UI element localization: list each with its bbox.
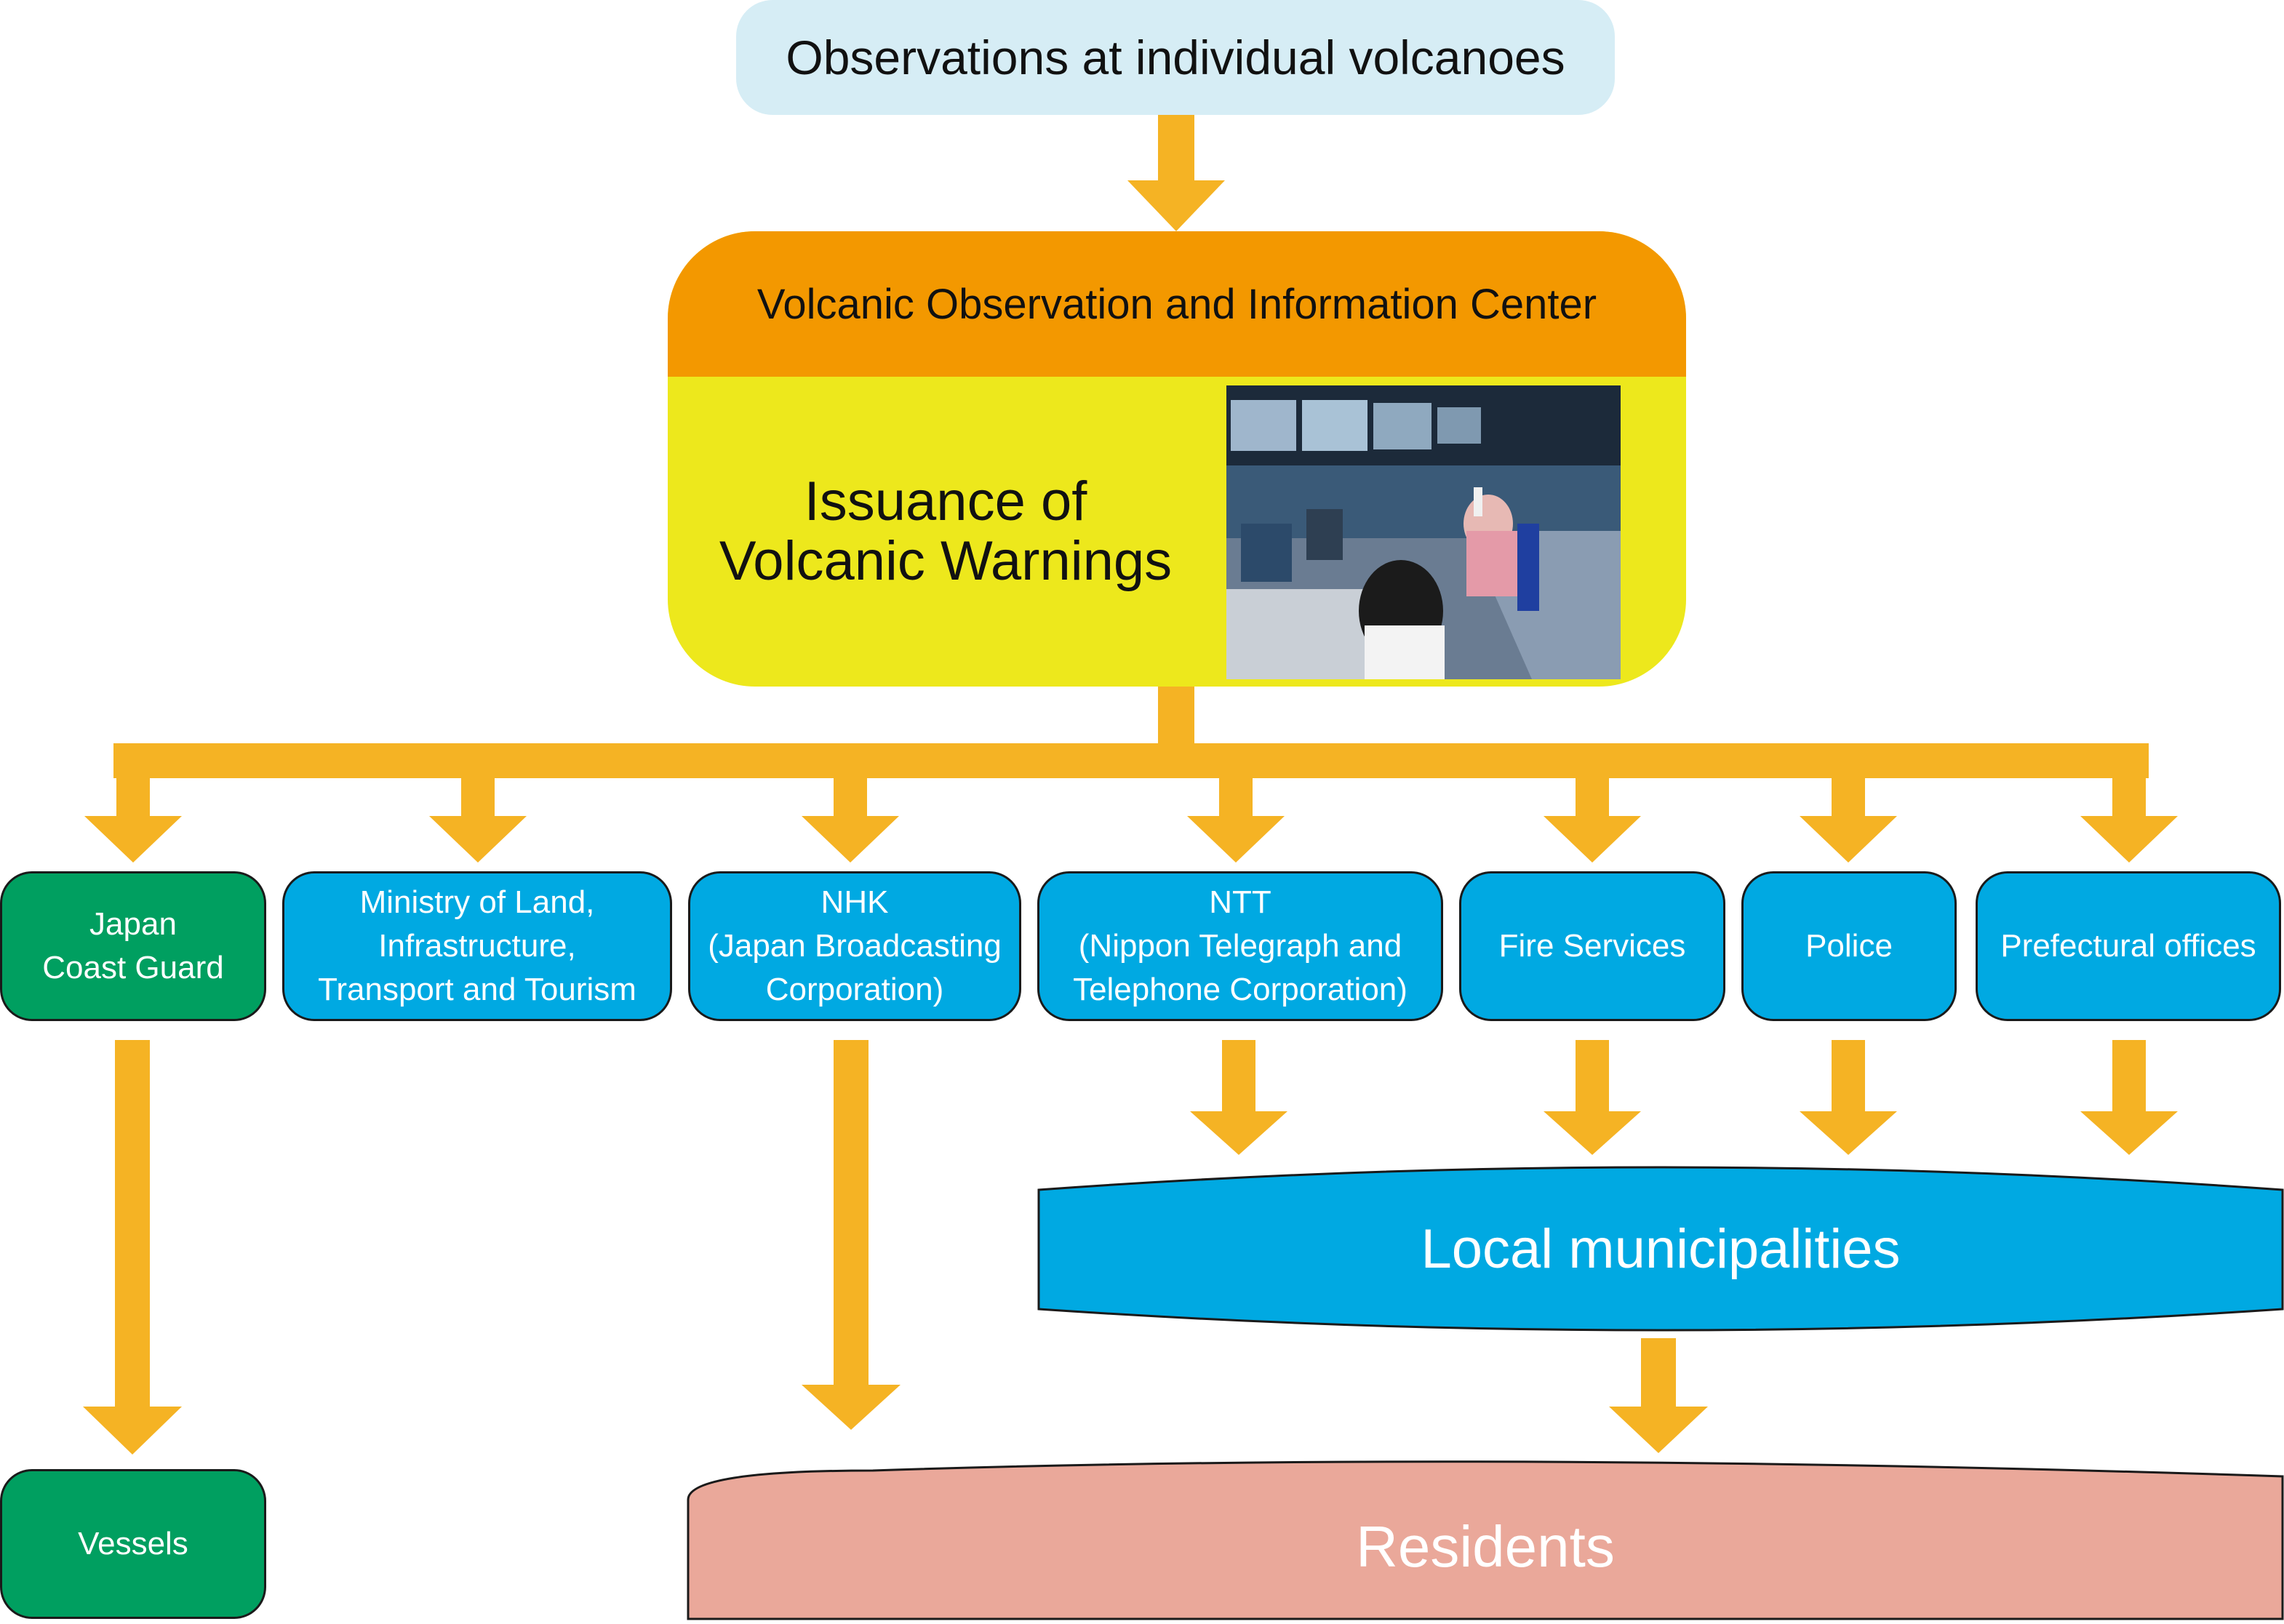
information-center-box: Volcanic Observation and Information Cen…	[668, 231, 1686, 687]
observations-box: Observations at individual volcanoes	[736, 0, 1615, 115]
center-title: Issuance of Volcanic Warnings	[719, 471, 1173, 592]
residents-shape	[687, 1460, 2284, 1620]
residents-label: Residents	[1356, 1514, 1615, 1579]
center-header: Volcanic Observation and Information Cen…	[668, 231, 1686, 377]
agency-mlit: Ministry of Land, Infrastructure, Transp…	[282, 871, 672, 1021]
local-municipalities-label: Local municipalities	[1421, 1217, 1901, 1280]
agency-police: Police	[1741, 871, 1957, 1021]
arrow-local-to-residents	[1609, 1338, 1708, 1453]
arrow-nhk-to-residents	[802, 1040, 901, 1430]
agency-fire-services: Fire Services	[1459, 871, 1725, 1021]
control-room-photo-icon	[1226, 385, 1621, 679]
agency-japan-coast-guard: Japan Coast Guard	[0, 871, 266, 1021]
arrows-to-local-municipalities	[1190, 1040, 2178, 1155]
arrows-to-agencies	[84, 764, 2178, 863]
agency-prefectural-offices: Prefectural offices	[1976, 871, 2281, 1021]
center-header-label: Volcanic Observation and Information Cen…	[756, 280, 1597, 328]
observations-label: Observations at individual volcanoes	[786, 31, 1565, 84]
distribution-bus	[113, 687, 2149, 778]
agency-ntt: NTT (Nippon Telegraph and Telephone Corp…	[1037, 871, 1443, 1021]
arrow-observations-to-center	[1127, 115, 1225, 231]
arrow-coast-guard-to-vessels	[83, 1040, 182, 1455]
flow-arrows	[83, 115, 2178, 1455]
agency-nhk: NHK (Japan Broadcasting Corporation)	[688, 871, 1021, 1021]
vessels-box: Vessels	[0, 1469, 266, 1619]
local-municipalities-shape	[1037, 1166, 2284, 1332]
